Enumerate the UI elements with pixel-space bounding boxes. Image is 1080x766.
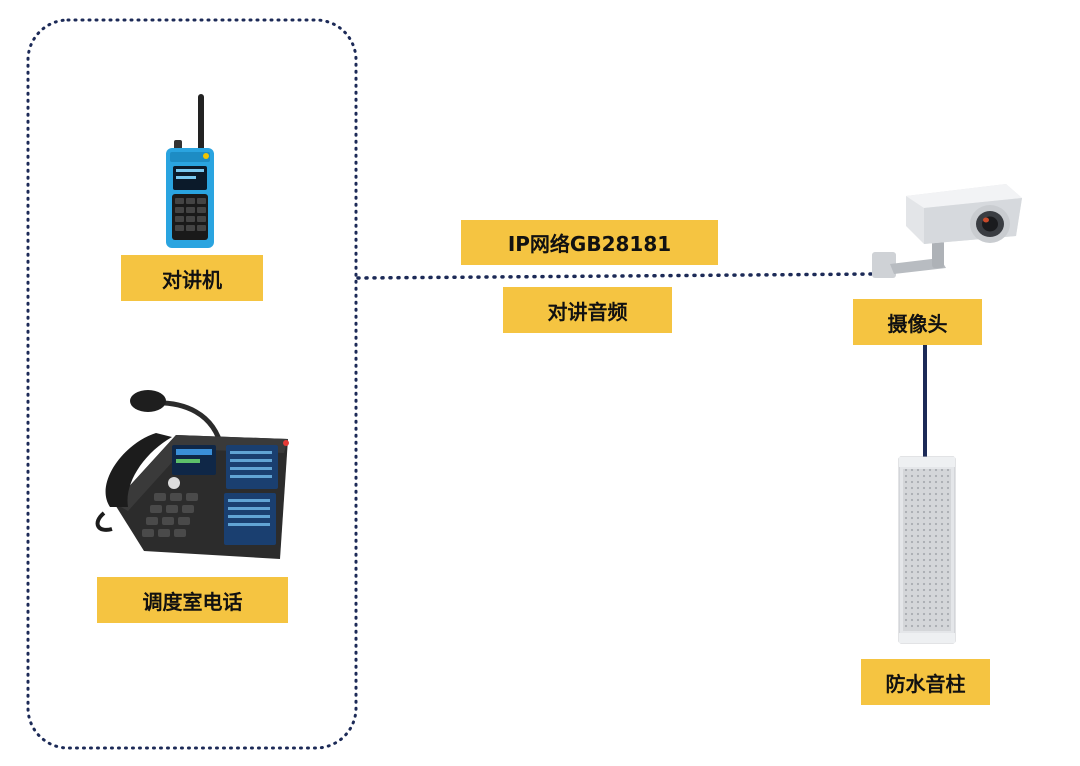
column-speaker-icon bbox=[898, 456, 956, 644]
radio-label: 对讲机 bbox=[121, 255, 263, 301]
camera-device bbox=[866, 178, 1026, 284]
desk-phone-icon bbox=[95, 390, 289, 559]
desk-phone-device bbox=[84, 383, 298, 563]
camera-label: 摄像头 bbox=[853, 299, 982, 345]
network-link-line bbox=[356, 272, 878, 280]
walkie-talkie-icon bbox=[166, 94, 214, 248]
speaker-device bbox=[897, 455, 957, 645]
audio-label: 对讲音频 bbox=[503, 287, 672, 333]
security-camera-icon bbox=[872, 184, 1022, 278]
phone-label: 调度室电话 bbox=[97, 577, 288, 623]
walkie-talkie-device bbox=[160, 92, 220, 250]
network-label: IP网络GB28181 bbox=[461, 220, 718, 265]
speaker-label: 防水音柱 bbox=[861, 659, 990, 705]
